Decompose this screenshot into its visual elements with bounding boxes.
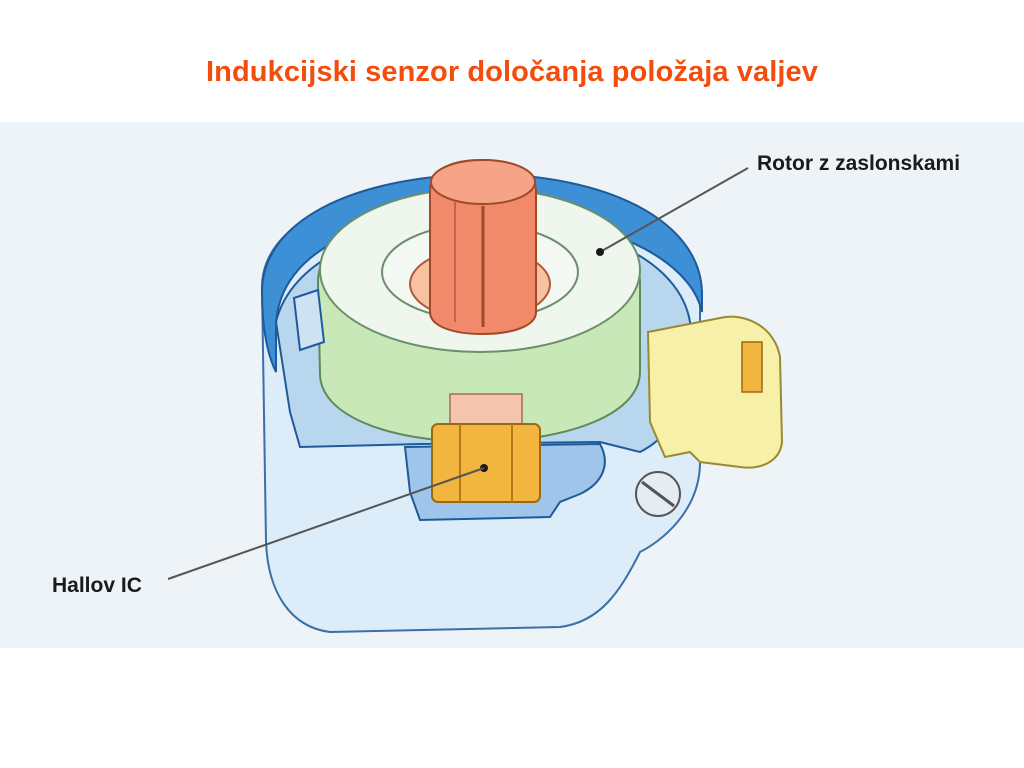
rotor-leader-dot bbox=[596, 248, 604, 256]
hall-ic-leader-line bbox=[167, 467, 485, 580]
housing-clip bbox=[292, 288, 326, 352]
shaft-top bbox=[430, 159, 536, 205]
sensor-diagram: Rotor z zaslonskami Hallov IC bbox=[0, 122, 1024, 648]
rotor-leader-line bbox=[599, 167, 749, 253]
screw-slot bbox=[641, 480, 675, 508]
hall-ic bbox=[431, 423, 541, 503]
page-title: Indukcijski senzor določanja položaja va… bbox=[206, 56, 818, 88]
connector-pin bbox=[741, 341, 763, 393]
rotor-label: Rotor z zaslonskami bbox=[757, 152, 960, 175]
hall-ic-label: Hallov IC bbox=[52, 574, 142, 597]
